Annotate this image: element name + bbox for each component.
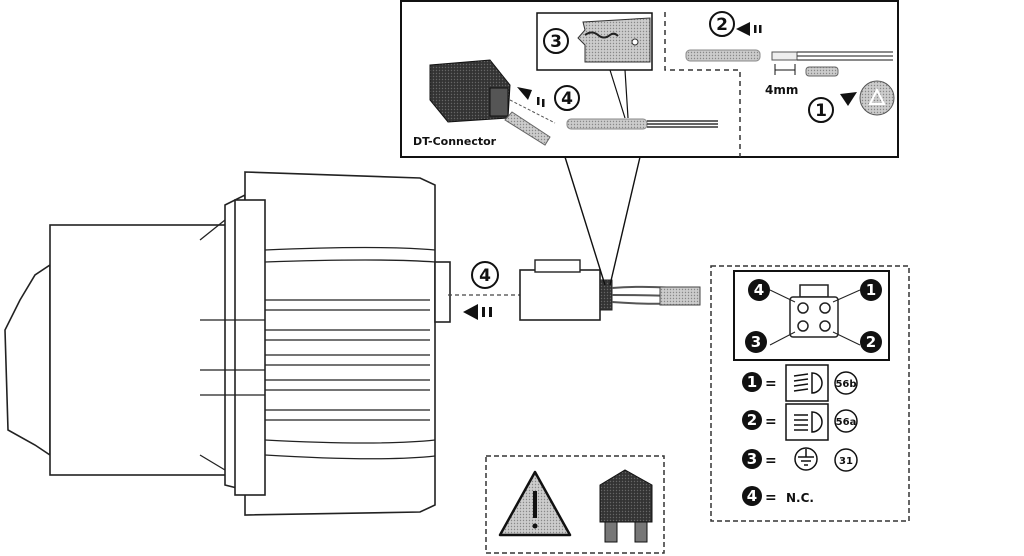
step-4-inset-label: 4 — [561, 89, 573, 109]
arrow-icon — [517, 87, 532, 100]
svg-text:1: 1 — [747, 373, 757, 391]
pin-1-row: 1 = 56b — [742, 364, 858, 402]
svg-text:=: = — [765, 490, 777, 506]
dt-connector-icon — [429, 59, 556, 146]
terminal-31: 31 — [839, 456, 853, 467]
svg-text:3: 3 — [747, 450, 757, 468]
pin-3-badge: 3 — [751, 333, 761, 351]
svg-text:2: 2 — [747, 411, 757, 429]
pin-2-row: 2 = 56a — [742, 403, 858, 441]
terminal-56a: 56a — [836, 417, 857, 428]
low-beam-icon — [794, 411, 823, 433]
not-connected-label: N.C. — [786, 491, 814, 505]
svg-text:=: = — [765, 453, 777, 469]
strip-length-label: 4mm — [765, 83, 798, 97]
step-1-label: 1 — [815, 101, 827, 121]
pin-4-badge: 4 — [754, 281, 764, 299]
dt-connector-label: DT-Connector — [413, 135, 497, 148]
svg-text:4: 4 — [747, 487, 757, 505]
fog-lamp-housing — [4, 171, 451, 516]
step-2-label: 2 — [716, 15, 728, 35]
crimping-instructions-inset: 3 DT-Connector 4 2 4mm 1 — [400, 0, 899, 158]
step-4-label: 4 — [479, 266, 491, 286]
pin-3-row: 3 = 31 — [742, 447, 858, 472]
arrow-left-icon — [463, 304, 478, 320]
step-3-label: 3 — [550, 32, 562, 52]
warning-triangle-icon — [498, 470, 572, 537]
pin-2-badge: 2 — [866, 333, 876, 351]
main-dt-connector — [448, 259, 701, 321]
recycle-icon — [859, 80, 895, 116]
fuse-warning-box — [485, 455, 665, 554]
high-beam-icon — [793, 372, 823, 394]
arrow-icon — [840, 92, 857, 106]
terminal-pin — [685, 49, 761, 62]
crimp-tool-icon — [577, 17, 651, 63]
svg-text:=: = — [765, 414, 777, 430]
fuse-icon — [599, 469, 653, 543]
terminal-56b: 56b — [835, 379, 856, 390]
pinout-legend: 4 1 3 2 1 = 56b 2 = 56a — [710, 265, 910, 522]
svg-text:=: = — [765, 376, 777, 392]
ground-icon — [794, 447, 818, 471]
step-4-marker: 4 — [463, 261, 499, 320]
connector-face-icon — [769, 284, 861, 346]
pin-4-row: 4 = N.C. — [742, 486, 814, 506]
callout-pointer — [564, 156, 641, 286]
arrow-left-icon — [736, 22, 750, 36]
pin-1-badge: 1 — [866, 281, 876, 299]
